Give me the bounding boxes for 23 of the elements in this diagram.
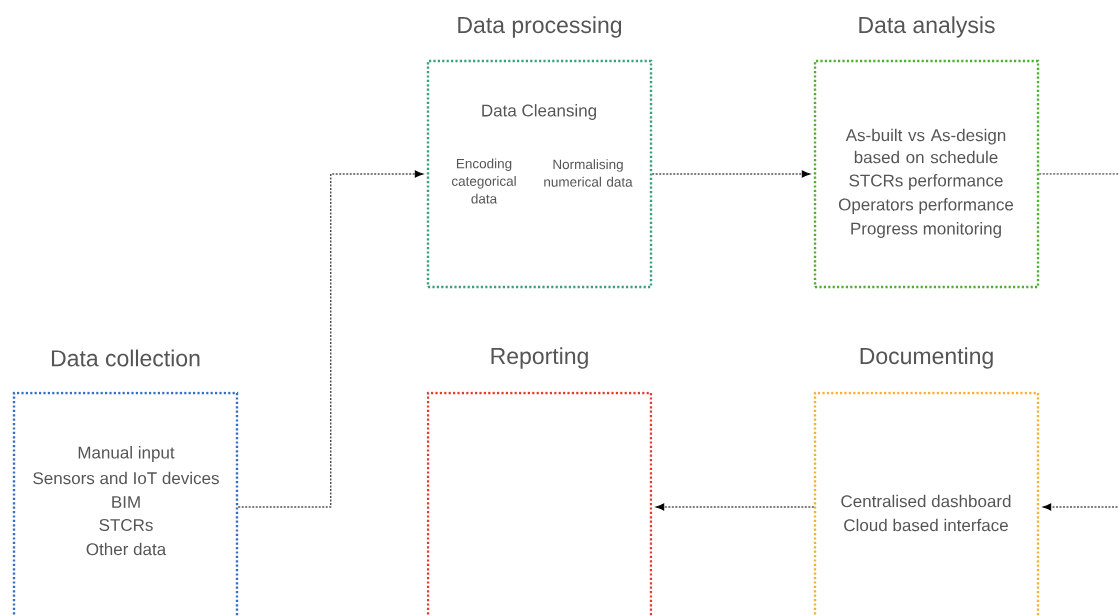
box-text: Operators performance: [838, 198, 1014, 214]
box-text: Centralised dashboard: [841, 494, 1011, 508]
box-text: Progress monitoring: [851, 222, 1001, 238]
box-text: Other data: [86, 542, 167, 556]
section-heading: Documenting: [860, 347, 993, 369]
box-text: BIM: [112, 496, 140, 508]
section-heading: Data processing: [458, 16, 622, 38]
section-heading: Data analysis: [859, 16, 995, 38]
box-text: Normalising numerical data: [544, 159, 633, 187]
box-text: Manual input: [78, 446, 175, 462]
box-text: Cloud based interface: [844, 518, 1008, 532]
arrow: [655, 503, 815, 511]
box-text: STCRs: [99, 519, 153, 531]
arrow: [237, 170, 424, 508]
arrow: [1042, 503, 1119, 511]
box-text: As-built vs As-design based on schedule: [845, 128, 1006, 164]
arrow: [651, 170, 811, 178]
box-text: Encoding categorical data: [451, 158, 516, 204]
box-text: Data Cleansing: [482, 104, 596, 120]
box-text: STCRs performance: [849, 174, 1003, 190]
section-heading: Reporting: [491, 347, 588, 369]
box-text: Sensors and IoT devices: [33, 471, 219, 485]
section-heading: Data collection: [51, 349, 200, 367]
